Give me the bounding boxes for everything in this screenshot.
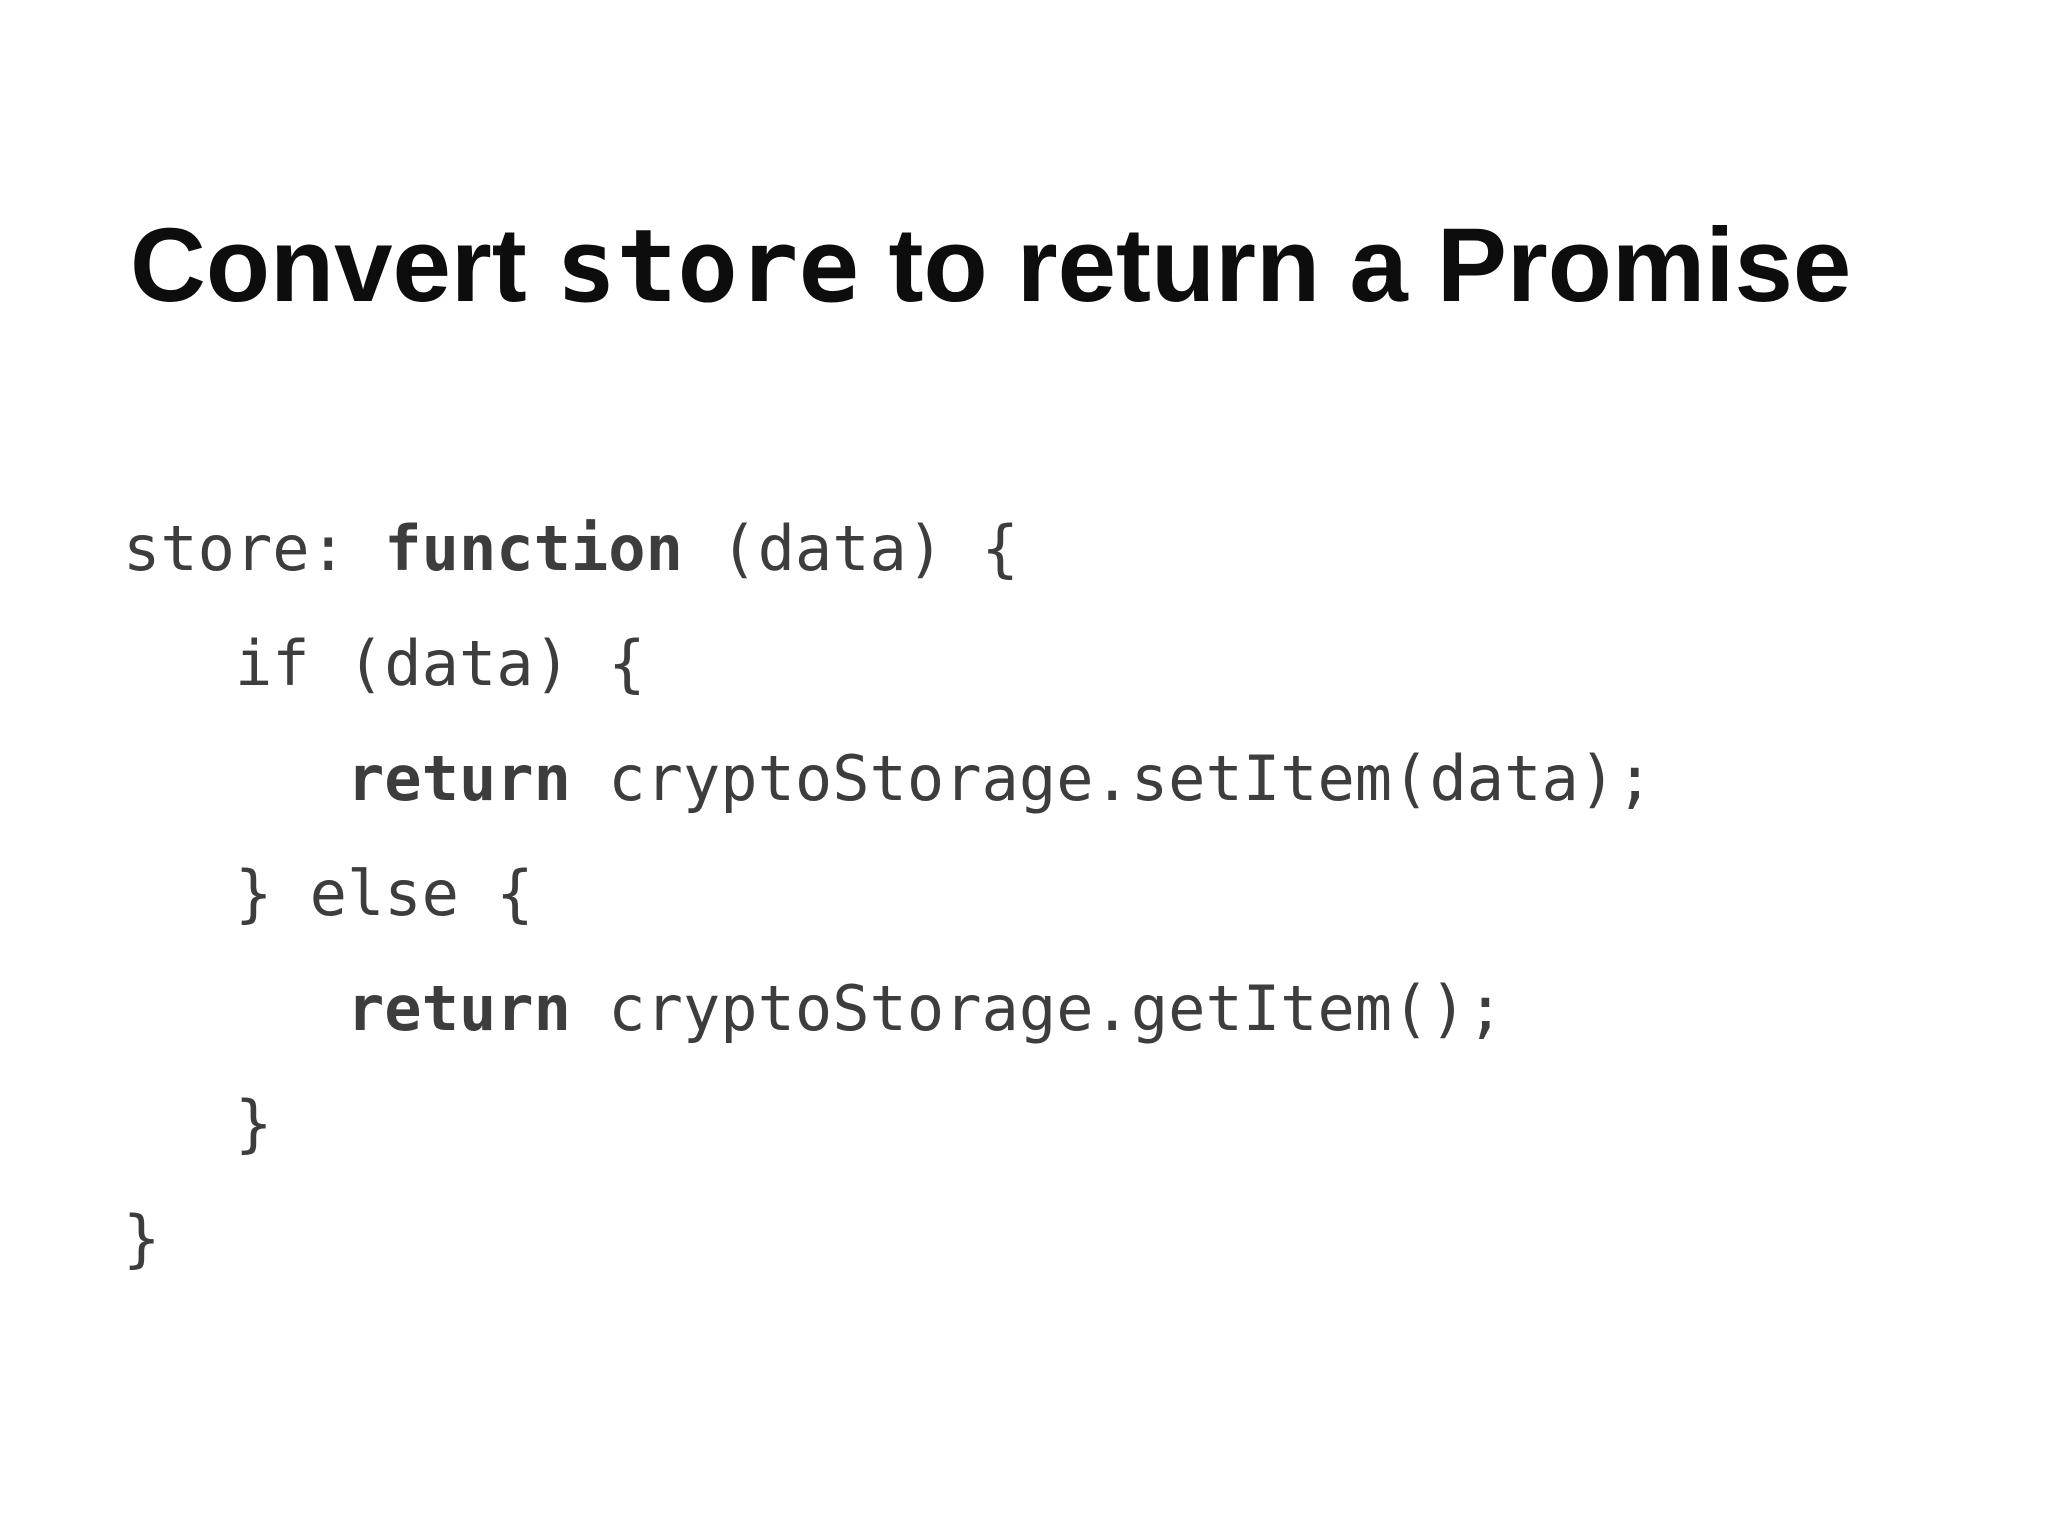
code-block: store: function (data) { if (data) { ret… (123, 491, 1653, 1296)
title-text-prefix: Convert (130, 207, 556, 324)
code-line: } (234, 1087, 273, 1160)
code-line: } else { (234, 857, 534, 930)
code-keyword: return (346, 972, 571, 1045)
code-keyword: return (346, 742, 571, 815)
code-keyword: function (384, 512, 683, 585)
title-text-suffix: to return a Promise (859, 207, 1852, 324)
code-line: } (123, 1202, 161, 1275)
code-line: if (data) { (234, 627, 646, 700)
code-line: return cryptoStorage.getItem(); (346, 972, 1505, 1045)
code-line: return cryptoStorage.setItem(data); (346, 742, 1654, 815)
code-line: store: function (data) { (123, 512, 1019, 585)
title-code-word: store (555, 207, 860, 325)
slide-title: Convert store to return a Promise (130, 213, 1851, 318)
